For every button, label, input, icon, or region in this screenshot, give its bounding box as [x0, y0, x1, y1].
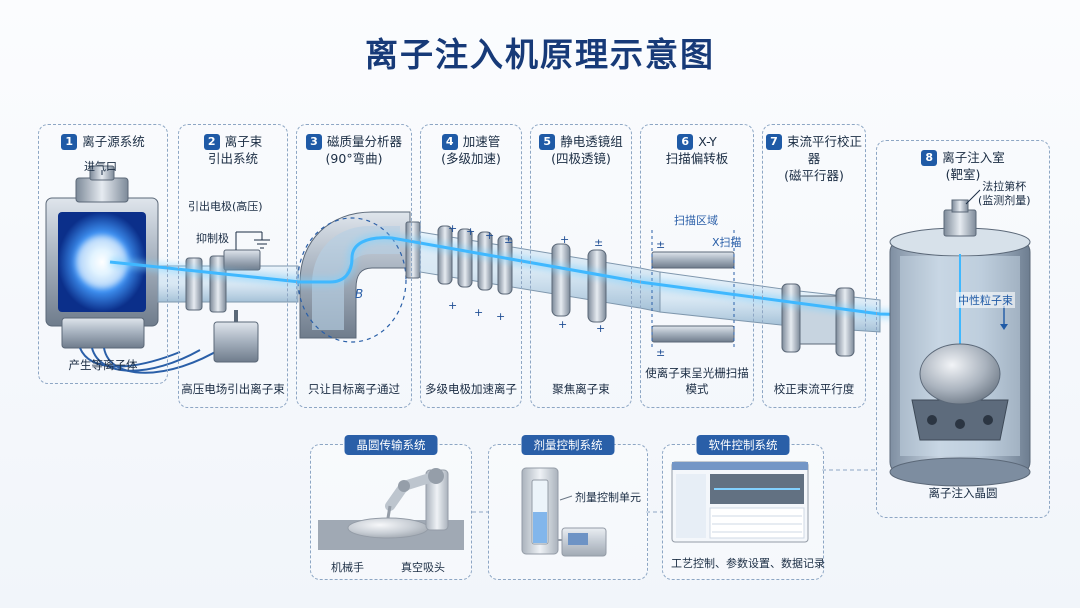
stage-subtitle: (90°弯曲): [325, 151, 383, 166]
x-scan-label: X扫描: [712, 236, 742, 249]
accel-sign: +: [448, 222, 457, 235]
stage-title: 静电透镜组: [560, 134, 623, 149]
gas-inlet-label: 进气口: [84, 160, 117, 173]
stage-caption: 多级电极加速离子: [425, 382, 517, 396]
subsystem-wafer-transfer: 晶圆传输系统 机械手 真空吸头: [310, 435, 472, 580]
stage-subtitle: (多级加速): [441, 151, 501, 166]
plate-sign: ±: [656, 346, 665, 359]
page-title: 离子注入机原理示意图: [365, 35, 715, 74]
mass-analyzer-magnet: B: [297, 211, 421, 343]
stage-title: 离子束: [224, 134, 263, 149]
stage-ion-source: 1 离子源系统 产生等离子体: [38, 124, 168, 384]
stage-number-badge: 3: [305, 134, 322, 150]
accel-sign: +: [466, 225, 475, 238]
stage-number-badge: 6: [677, 134, 694, 150]
subsystem-title: 剂量控制系统: [521, 435, 615, 455]
stage-title: 加速管: [462, 134, 501, 149]
lens-sign: ±: [594, 236, 603, 249]
stage-subtitle: (四极透镜): [551, 151, 611, 166]
stage-caption: 产生等离子体: [68, 358, 138, 372]
subsystem-software-control: 软件控制系统 工艺控制、参数设置、数据记录: [662, 435, 825, 580]
stage-caption: 聚焦离子束: [552, 382, 610, 396]
vacuum-chuck-label: 真空吸头: [401, 561, 445, 574]
quadrupole-lens: [551, 243, 607, 323]
stage-subtitle: 扫描偏转板: [665, 151, 729, 166]
ion-source: [45, 165, 223, 374]
accel-sign: +: [474, 306, 483, 319]
electrode-polarity-signs: + + + ± + + + + ± + + ± ±: [448, 222, 665, 359]
stage-number-badge: 5: [539, 134, 556, 150]
accel-sign: +: [448, 299, 457, 312]
dose-controller: [521, 467, 607, 557]
accel-sign: +: [485, 229, 494, 242]
stage-subtitle: 引出系统: [207, 151, 258, 166]
subsystem-title: 软件控制系统: [696, 435, 790, 455]
stage-number-badge: 2: [203, 134, 220, 150]
stage-caption: 高压电场引出离子束: [181, 382, 285, 396]
accel-sign: +: [496, 310, 505, 323]
stage-number-badge: 8: [921, 150, 938, 166]
subsystem-title: 晶圆传输系统: [344, 435, 438, 455]
accel-sign: ±: [504, 233, 513, 246]
stage-mass-analyzer: 3 磁质量分析器 (90°弯曲) 只让目标离子通过: [296, 124, 412, 408]
subsystem-connectors: [472, 469, 876, 513]
faraday-cup-title: 法拉第杯: [982, 180, 1027, 193]
stage-caption: 离子注入晶圆: [928, 486, 998, 500]
neutral-beam-label: 中性粒子束: [956, 292, 1015, 308]
scan-deflector-plates: [651, 230, 735, 350]
lens-sign: +: [596, 322, 605, 335]
stage-title: 束流平行校正器: [786, 134, 862, 166]
stage-title: 磁质量分析器: [326, 134, 402, 149]
robot-arm-label: 机械手: [331, 561, 364, 574]
stage-subtitle: (靶室): [945, 167, 981, 182]
subsystem-dose-control: 剂量控制系统 剂量控制单元: [488, 435, 648, 580]
software-screen: [671, 461, 809, 543]
plate-sign: ±: [656, 238, 665, 251]
suppressor-label: 抑制极: [196, 232, 229, 245]
robot-arm: [318, 468, 464, 550]
extraction-electrode-label: 引出电极(高压): [188, 200, 263, 213]
faraday-cup-subtitle: (监测剂量): [978, 194, 1031, 207]
lens-sign: +: [558, 318, 567, 331]
dose-unit-label: 剂量控制单元: [575, 491, 641, 504]
stage-number-badge: 7: [765, 134, 782, 150]
faraday-cup-label: 法拉第杯 (监测剂量): [978, 180, 1031, 208]
stage-accelerator: 4 加速管 (多级加速) 多级电极加速离子: [420, 124, 522, 408]
stage-caption: 只让目标离子通过: [308, 382, 400, 396]
stage-subtitle: (磁平行器): [784, 168, 844, 183]
software-caption: 工艺控制、参数设置、数据记录: [671, 557, 825, 570]
stage-number-badge: 1: [61, 134, 78, 150]
stage-title: 离子注入室: [942, 150, 1005, 165]
stage-caption: 校正束流平行度: [773, 382, 855, 396]
magnetic-field-label: B: [355, 287, 363, 301]
stage-electrostatic-lens: 5 静电透镜组 (四极透镜) 聚焦离子束: [530, 124, 632, 408]
lens-sign: +: [560, 233, 569, 246]
stage-caption: 使离子束呈光栅扫描模式: [645, 366, 749, 396]
stage-title: X-Y: [698, 134, 717, 149]
ion-beam: [109, 232, 965, 345]
stage-number-badge: 4: [441, 134, 458, 150]
stage-title: 离子源系统: [82, 134, 145, 149]
stage-xy-scanner: 6 X-Y 扫描偏转板 使离子束呈光栅扫描模式: [640, 124, 754, 408]
accelerator-electrodes: [437, 225, 513, 295]
stage-extraction: 2 离子束引出系统 高压电场引出离子束: [178, 124, 288, 408]
scan-region-label: 扫描区域: [674, 214, 718, 227]
stage-implant-chamber: 8 离子注入室 (靶室) 离子注入晶圆: [876, 140, 1050, 518]
